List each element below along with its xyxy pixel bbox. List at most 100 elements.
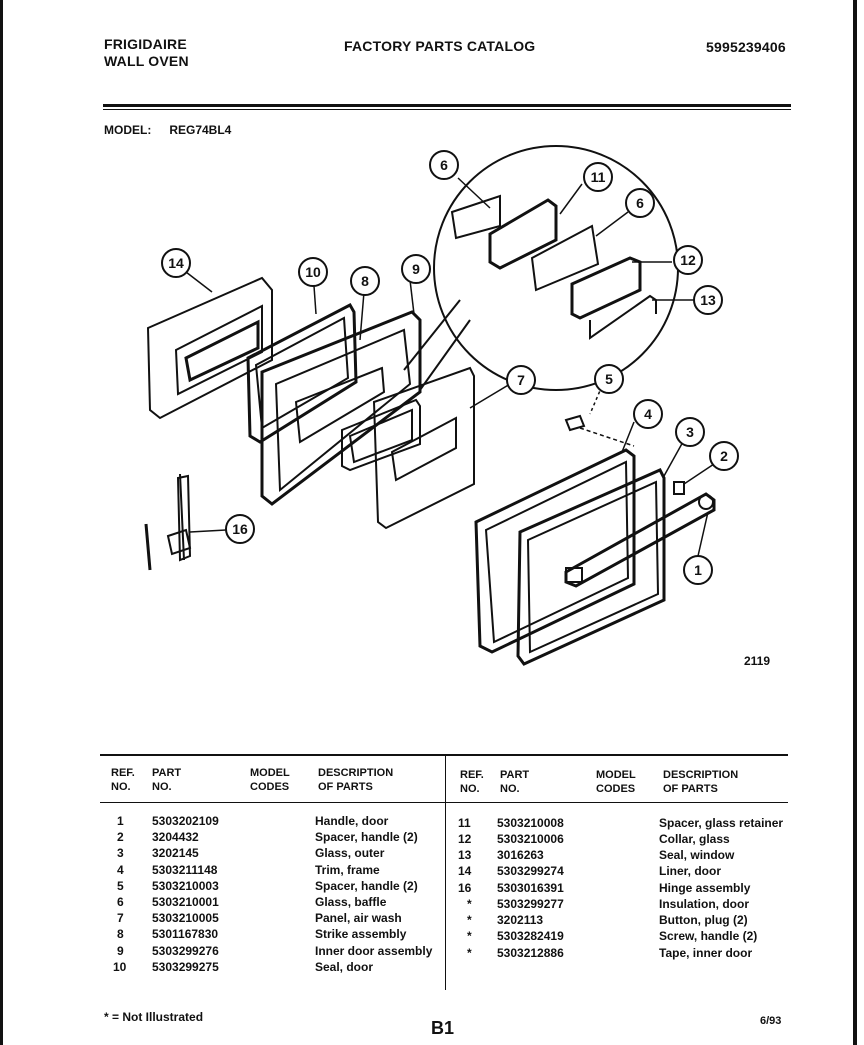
part-description: Screw, handle (2) [659,929,758,943]
part-description: Seal, window [659,848,735,862]
part-description: Spacer, handle (2) [315,879,418,893]
callout-16 [225,514,255,544]
part-description: Button, plug (2) [659,913,748,927]
header-text: MODEL [596,769,636,781]
outer-glass-drawing [516,468,666,666]
header-text: CODES [250,781,290,793]
callout-13 [693,285,723,315]
part-no: 3016263 [497,848,544,862]
page-border-left [0,0,3,1045]
callout-6a-text: 6 [440,157,448,173]
header-rule-thick [103,104,791,107]
callout-2 [709,441,739,471]
table-column-divider [445,756,446,990]
header-rule-thin [103,109,791,110]
callout-3-text: 3 [686,424,694,440]
right-header-codes: MODEL CODES [596,768,636,796]
inner-door-drawing [260,310,422,506]
callout-8-text: 8 [361,273,369,289]
part-no: 5303210005 [152,911,219,925]
ref-no: 13 [458,848,472,862]
part-no: 5303210003 [152,879,219,893]
callout-11 [583,162,613,192]
callout-12 [673,245,703,275]
header-text: MODEL [250,767,290,779]
handle-drawing [564,492,716,588]
outer-door-drawing [474,448,636,654]
header-text: REF. [460,769,484,781]
door-liner-drawing [146,276,273,420]
part-no: 3202113 [497,913,544,927]
header-text: NO. [111,781,131,793]
header-text: OF PARTS [663,783,718,795]
ref-no: 10 [113,960,127,974]
part-description: Inner door assembly [315,944,433,958]
left-header-desc: DESCRIPTION OF PARTS [318,766,393,794]
ref-no: 16 [458,881,472,895]
callout-4 [633,399,663,429]
callout-7 [506,365,536,395]
glass-baffle-drawing [341,398,421,472]
ref-no: 12 [458,832,472,846]
callout-11-text: 11 [591,169,606,185]
figure-number: 2119 [744,654,771,668]
part-no: 3202145 [152,846,199,860]
right-header-ref: REF. NO. [460,768,484,796]
callouts [161,150,739,585]
ref-no: * [467,946,472,960]
ref-no: 2 [117,830,124,844]
header-text: PART [152,767,182,779]
right-header-desc: DESCRIPTION OF PARTS [663,768,738,796]
door-seal-drawing [246,303,358,444]
part-no: 5303299274 [497,864,564,878]
header-text: DESCRIPTION [318,767,394,779]
hinge-drawing [144,473,192,571]
part-no: 3204432 [152,830,199,844]
header-text: REF. [111,767,135,779]
ref-no: 11 [458,816,471,830]
part-description: Tape, inner door [659,946,753,960]
callout-6a [429,150,459,180]
ref-no: 5 [117,879,124,893]
callout-1-text: 1 [694,562,702,578]
part-description: Hinge assembly [659,881,751,895]
part-no: 5303210008 [497,816,564,830]
callout-16-text: 16 [232,521,248,537]
product-type: WALL OVEN [104,53,189,69]
model-label: MODEL: [104,123,152,137]
header-text: OF PARTS [318,781,373,793]
part-no: 5303212886 [497,946,564,960]
callout-5 [594,364,624,394]
page-number: B1 [431,1018,455,1038]
table-rule-top [100,754,788,756]
left-header-codes: MODEL CODES [250,766,290,794]
ref-no: * [467,897,472,911]
not-illustrated-legend: * = Not Illustrated [104,1010,204,1024]
callout-6b [625,188,655,218]
left-header-ref: REF. NO. [111,766,135,794]
revision-date: 6/93 [760,1015,782,1027]
part-no: 5303211148 [152,863,218,877]
header-text: NO. [460,783,480,795]
ref-no: 3 [117,846,124,860]
callout-14-text: 14 [168,255,184,271]
part-description: Glass, baffle [315,895,387,909]
ref-no: 7 [117,911,124,925]
header-text: DESCRIPTION [663,769,739,781]
ref-no: 8 [117,927,124,941]
callout-12-text: 12 [680,252,696,268]
spacer-handle-small-drawing [564,414,586,432]
air-wash-panel-drawing [372,366,475,530]
callout-10-text: 10 [305,264,321,280]
part-no: 5303210001 [152,895,219,909]
part-no: 5303210006 [497,832,564,846]
ref-no: 14 [458,864,472,878]
part-no: 5303202109 [152,814,219,828]
callout-7-text: 7 [517,372,525,388]
callout-1 [683,555,713,585]
ref-no: 1 [117,814,124,828]
part-description: Panel, air wash [315,911,402,925]
header-text: NO. [500,783,520,795]
part-no: 5303299275 [152,960,219,974]
part-description: Seal, door [315,960,374,974]
